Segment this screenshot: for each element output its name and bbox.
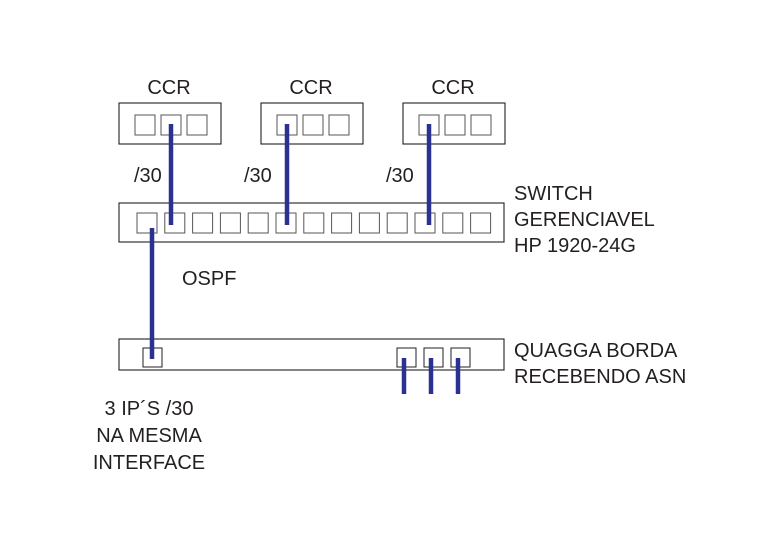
interface-note-line-2: NA MESMA xyxy=(96,425,202,447)
switch-port xyxy=(386,212,408,234)
switch-port xyxy=(442,212,464,234)
router-bgp-port xyxy=(396,347,417,368)
ccr-1-port xyxy=(134,114,156,136)
router-device xyxy=(118,338,505,371)
ccr-1-label: CCR xyxy=(147,77,190,99)
ccr-2-subnet-label: /30 xyxy=(244,165,272,187)
switch-label-line-1: SWITCH xyxy=(514,183,593,205)
ccr-3-port xyxy=(470,114,492,136)
switch-port xyxy=(303,212,325,234)
router-bgp-port xyxy=(423,347,444,368)
switch-port xyxy=(247,212,269,234)
ccr-3-subnet-label: /30 xyxy=(386,165,414,187)
switch-port xyxy=(192,212,214,234)
router-label-line-2: RECEBENDO ASN xyxy=(514,366,686,388)
switch-port xyxy=(358,212,380,234)
switch-port xyxy=(470,212,492,234)
ccr-2-port xyxy=(302,114,324,136)
ospf-label: OSPF xyxy=(182,268,236,290)
interface-note-line-1: 3 IP´S /30 xyxy=(105,398,194,420)
router-bgp-port xyxy=(450,347,471,368)
switch-port xyxy=(414,212,436,234)
ccr-2-label: CCR xyxy=(289,77,332,99)
switch-port xyxy=(219,212,241,234)
ccr-1-subnet-label: /30 xyxy=(134,165,162,187)
switch-port xyxy=(331,212,353,234)
switch-label-line-3: HP 1920-24G xyxy=(514,235,636,257)
ccr-3-label: CCR xyxy=(431,77,474,99)
switch-port xyxy=(164,212,186,234)
interface-note-line-3: INTERFACE xyxy=(93,452,205,474)
router-label-line-1: QUAGGA BORDA xyxy=(514,340,678,362)
ccr-3-port xyxy=(444,114,466,136)
switch-label-line-2: GERENCIAVEL xyxy=(514,209,655,231)
ccr-2-port xyxy=(328,114,350,136)
ccr-1-port xyxy=(186,114,208,136)
